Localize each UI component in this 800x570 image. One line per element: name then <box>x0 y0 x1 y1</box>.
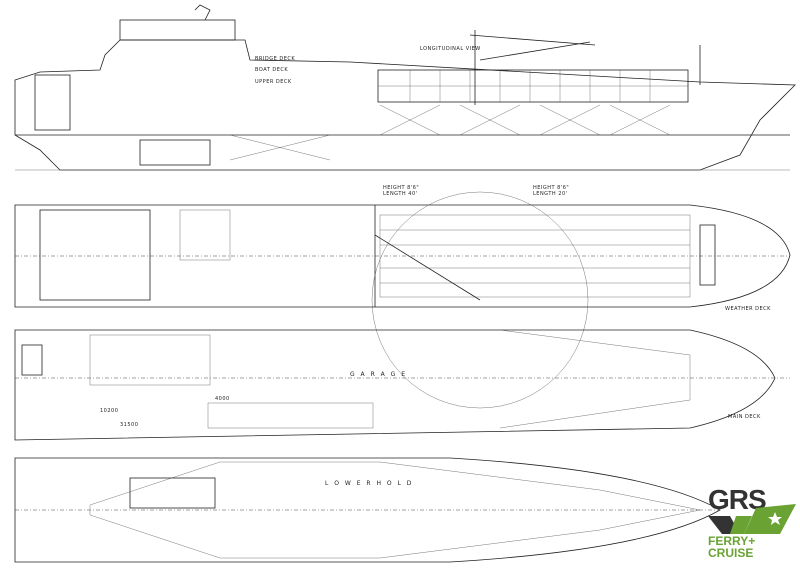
logo-stripes-icon <box>708 504 796 534</box>
garage-label: G A R A G E <box>350 371 407 378</box>
container-40-height: HEIGHT 8'6" <box>383 185 419 191</box>
grs-ferry-cruise-logo: GRS FERRY+ CRUISE <box>700 482 798 568</box>
main-deck-label: MAIN DECK <box>728 414 761 420</box>
dim-31500: 31500 <box>120 422 138 428</box>
container-20-length: LENGTH 20' <box>533 191 568 197</box>
logo-line1: FERRY+ <box>708 534 756 548</box>
container-20-height: HEIGHT 8'6" <box>533 185 569 191</box>
lower-hold-label: L O W E R H O L D <box>325 480 413 487</box>
weather-deck-plan: HEIGHT 8'6" LENGTH 40' HEIGHT 8'6" LENGT… <box>14 185 791 409</box>
longitudinal-view: LONGITUDINAL VIEW BRIDGE DECK BOAT DECK … <box>14 4 796 171</box>
upper-deck-label: UPPER DECK <box>255 79 292 85</box>
main-deck-plan: G A R A G E 10200 31500 4000 MAIN DECK <box>14 329 790 441</box>
logo-tagline: FERRY+ CRUISE <box>708 535 755 559</box>
container-40-length: LENGTH 40' <box>383 191 418 197</box>
lower-hold-plan: L O W E R H O L D <box>14 457 721 563</box>
dim-4000: 4000 <box>215 396 230 402</box>
weather-deck-label: WEATHER DECK <box>725 306 771 312</box>
boat-deck-label: BOAT DECK <box>255 67 288 73</box>
logo-line2: CRUISE <box>708 546 754 560</box>
dim-10200: 10200 <box>100 408 118 414</box>
bridge-deck-label: BRIDGE DECK <box>255 56 295 62</box>
longitudinal-view-label: LONGITUDINAL VIEW <box>420 46 481 52</box>
